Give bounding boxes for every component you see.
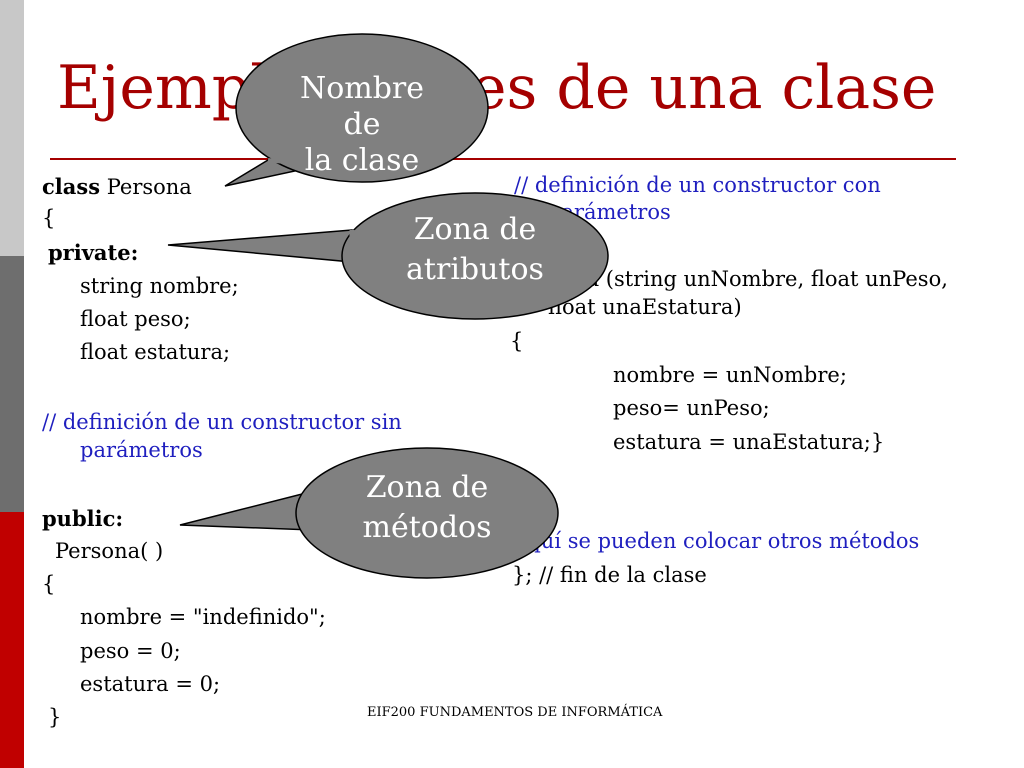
code-comment-otros-metodos: // aquí se pueden colocar otros métodos: [494, 529, 920, 553]
code-line-public: public:: [42, 506, 124, 531]
code-line-attr-peso: float peso;: [80, 307, 191, 331]
code-line-constructor: Persona( ): [55, 539, 164, 563]
code-line-assign-unnombre: nombre = unNombre;: [613, 363, 847, 387]
side-bar-segment-light: [0, 0, 24, 256]
code-line-assign-unaestatura: estatura = unaEstatura;}: [613, 430, 885, 454]
callout-attributes-text: Zona de atributos: [360, 210, 590, 290]
code-line-attr-estatura: float estatura;: [80, 340, 231, 364]
code-line-constructor-signature-cont: float unaEstatura): [548, 295, 742, 319]
keyword-class: class: [42, 174, 101, 199]
callout-class-name-bubble: [235, 33, 489, 183]
callout-methods-line1: Zona de: [365, 470, 489, 505]
code-line-close-brace: }: [48, 705, 62, 729]
callout-attributes-tail: [167, 229, 353, 263]
code-line-attr-nombre: string nombre;: [80, 274, 239, 298]
callout-class-name: [224, 33, 489, 187]
code-line-open-brace-right: {: [510, 329, 524, 353]
code-line-assign-estatura: estatura = 0;: [80, 672, 221, 696]
code-line-constructor-signature: Persona (string unNombre, float unPeso,: [514, 267, 948, 291]
side-bar-segment-red: [0, 512, 24, 768]
code-comment-constructor-sin: // definición de un constructor sin: [42, 410, 402, 434]
callout-class-name-line1: Nombre: [299, 71, 425, 106]
slide-side-bar: [0, 0, 24, 768]
callout-class-name-line3: la clase: [304, 143, 420, 178]
callout-methods-line2: métodos: [362, 510, 492, 545]
callout-attributes-bubble: [341, 192, 609, 320]
callout-methods-tail: [179, 491, 313, 531]
code-line-assign-peso: peso = 0;: [80, 639, 181, 663]
callout-attributes: [167, 192, 609, 320]
code-line-assign-unpeso: peso= unPeso;: [613, 396, 770, 420]
side-bar-segment-dark: [0, 256, 24, 512]
code-comment-parametros-left: parámetros: [80, 438, 203, 462]
callout-attributes-line2: atributos: [406, 252, 544, 287]
slide-title: Ejemplo: Partes de una clase: [57, 53, 937, 123]
code-comment-constructor-con: // definición de un constructor con: [514, 173, 881, 197]
code-line-open-brace-2: {: [42, 572, 56, 596]
code-line-assign-nombre: nombre = "indefinido";: [80, 605, 326, 629]
callout-attributes-line1: Zona de: [413, 212, 537, 247]
callout-class-name-text: Nombre de la clase: [262, 68, 462, 182]
callout-methods-bubble: [295, 447, 559, 579]
callout-class-name-line2: de: [343, 107, 381, 142]
callout-methods-text: Zona de métodos: [312, 468, 542, 548]
code-line-class-declaration: class Persona: [42, 176, 192, 198]
slide-footer: EIF200 FUNDAMENTOS DE INFORMÁTICA: [367, 705, 663, 720]
class-name: Persona: [100, 175, 192, 199]
code-line-private: private:: [48, 240, 139, 265]
code-line-end-class: }; // fin de la clase: [512, 563, 707, 587]
code-line-open-brace: {: [42, 206, 56, 230]
callout-methods: [179, 447, 559, 579]
title-underline: [50, 158, 956, 160]
